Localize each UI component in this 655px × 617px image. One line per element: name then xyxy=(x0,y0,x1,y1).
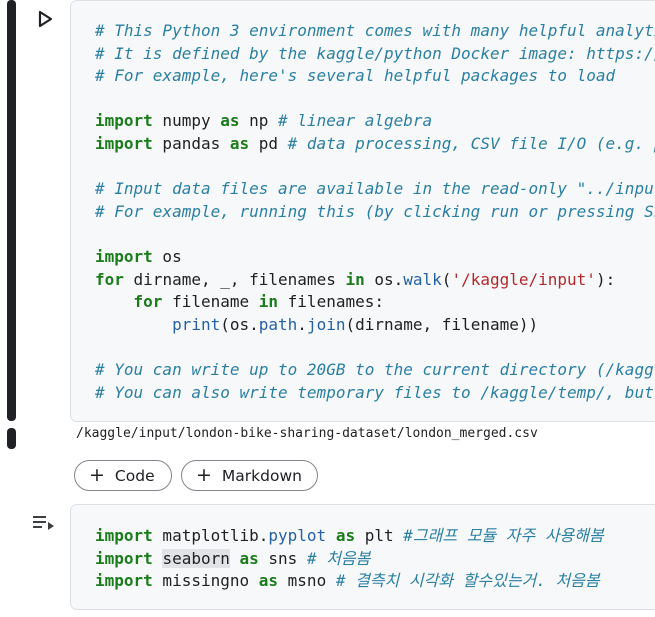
code-token: as xyxy=(229,133,250,153)
code-token: as xyxy=(335,526,356,545)
code-line: import matplotlib.pyplot as plt #그래프 모듈 … xyxy=(95,525,604,548)
code-token: missingno xyxy=(152,571,259,591)
code-line: import seaborn as sns # 처음봄 xyxy=(95,548,604,571)
code-token: . xyxy=(297,314,307,334)
code-content: # This Python 3 environment comes with m… xyxy=(95,20,655,404)
code-token: in xyxy=(345,269,365,289)
code-line: print(os.path.join(dirname, filename)) xyxy=(95,314,655,337)
code-content: import matplotlib.pyplot as plt #그래프 모듈 … xyxy=(95,525,604,593)
add-markdown-label: Markdown xyxy=(221,466,302,485)
code-token: filename xyxy=(162,292,259,312)
code-token: # 처음봄 xyxy=(306,548,371,568)
code-line: import os xyxy=(95,246,655,269)
code-token: path xyxy=(258,314,298,334)
code-line: # You can also write temporary files to … xyxy=(95,382,655,405)
add-code-label: Code xyxy=(114,466,155,485)
code-line: import numpy as np # linear algebra xyxy=(95,110,655,133)
code-token: numpy xyxy=(152,111,221,131)
code-line xyxy=(95,336,655,359)
play-icon[interactable] xyxy=(36,10,54,28)
code-token: # linear algebra xyxy=(278,111,433,131)
code-line: # For example, running this (by clicking… xyxy=(95,201,655,224)
code-line: import pandas as pd # data processing, C… xyxy=(95,133,655,156)
code-token: sns xyxy=(258,548,307,568)
code-token: for xyxy=(133,292,163,312)
code-token: import xyxy=(95,111,153,131)
code-token: plt xyxy=(355,526,404,545)
code-line xyxy=(95,223,655,246)
output-cell-indicator xyxy=(7,428,16,449)
code-token: # 결측치 시각화 할수있는거. 처음봄 xyxy=(335,571,600,591)
code-token: as xyxy=(220,111,240,131)
code-token: '/kaggle/input' xyxy=(451,269,596,289)
code-token: # This Python 3 environment comes with m… xyxy=(95,21,655,40)
code-token: filenames: xyxy=(278,292,384,312)
code-line: # For example, here's several helpful pa… xyxy=(95,65,655,88)
code-line: # Input data files are available in the … xyxy=(95,178,655,201)
code-token: in xyxy=(258,292,279,312)
add-code-cell-button[interactable]: + Code xyxy=(74,460,172,491)
code-token: join xyxy=(306,314,346,334)
code-token xyxy=(95,292,134,311)
code-token: import xyxy=(95,526,153,545)
code-token: pyplot xyxy=(268,526,327,545)
active-cell-indicator xyxy=(7,0,16,421)
code-token: os. xyxy=(364,269,404,289)
code-line xyxy=(95,88,655,111)
code-token xyxy=(153,549,163,568)
code-token: seaborn xyxy=(162,548,230,568)
cell-output-text: /kaggle/input/london-bike-sharing-datase… xyxy=(76,426,538,441)
add-markdown-cell-button[interactable]: + Markdown xyxy=(181,460,318,491)
code-line: for dirname, _, filenames in os.walk('/k… xyxy=(95,269,655,292)
code-token: walk xyxy=(403,269,442,289)
code-token: as xyxy=(239,548,259,568)
code-token: for xyxy=(95,269,124,289)
code-line: for filename in filenames: xyxy=(95,291,655,314)
code-token: pd xyxy=(249,133,288,153)
plus-icon: + xyxy=(196,464,212,486)
code-token: matplotlib. xyxy=(152,526,269,545)
code-token: pandas xyxy=(152,133,230,153)
code-token: (dirname, filename)) xyxy=(345,314,539,334)
code-token xyxy=(230,549,240,568)
code-token: as xyxy=(258,571,279,591)
code-token: #그래프 모듈 자주 사용해봄 xyxy=(403,526,604,545)
output-toggle-icon[interactable] xyxy=(32,514,56,532)
code-token: print xyxy=(172,314,221,334)
plus-icon: + xyxy=(89,464,105,486)
code-token: import xyxy=(95,571,153,591)
code-token: # For example, running this (by clicking… xyxy=(95,201,655,221)
code-line: # It is defined by the kaggle/python Doc… xyxy=(95,43,655,66)
code-token: # It is defined by the kaggle/python Doc… xyxy=(95,43,655,63)
code-token: # data processing, CSV file I/O (e.g. pd… xyxy=(287,133,655,153)
code-token: # Input data files are available in the … xyxy=(95,179,655,199)
code-token: import xyxy=(95,548,153,568)
code-token: # You can also write temporary files to … xyxy=(95,382,654,402)
code-token: os xyxy=(152,246,182,266)
code-token xyxy=(326,526,336,545)
code-token: (os. xyxy=(220,314,259,334)
code-token: ( xyxy=(441,269,452,289)
code-token: msno xyxy=(278,571,336,591)
code-token: # You can write up to 20GB to the curren… xyxy=(95,359,655,379)
code-token xyxy=(95,315,172,334)
code-line: import missingno as msno # 결측치 시각화 할수있는거… xyxy=(95,570,604,593)
code-cell-editor[interactable]: # This Python 3 environment comes with m… xyxy=(70,0,655,422)
code-token: ): xyxy=(595,269,616,289)
code-line xyxy=(95,156,655,179)
code-token: # For example, here's several helpful pa… xyxy=(95,66,616,86)
code-token: import xyxy=(95,246,153,266)
code-token: import xyxy=(95,133,153,153)
code-line: # This Python 3 environment comes with m… xyxy=(95,20,655,43)
code-cell-editor[interactable]: import matplotlib.pyplot as plt #그래프 모듈 … xyxy=(70,504,655,610)
code-token: np xyxy=(239,111,279,131)
code-token: dirname, _, filenames xyxy=(123,269,346,289)
code-line: # You can write up to 20GB to the curren… xyxy=(95,359,655,382)
